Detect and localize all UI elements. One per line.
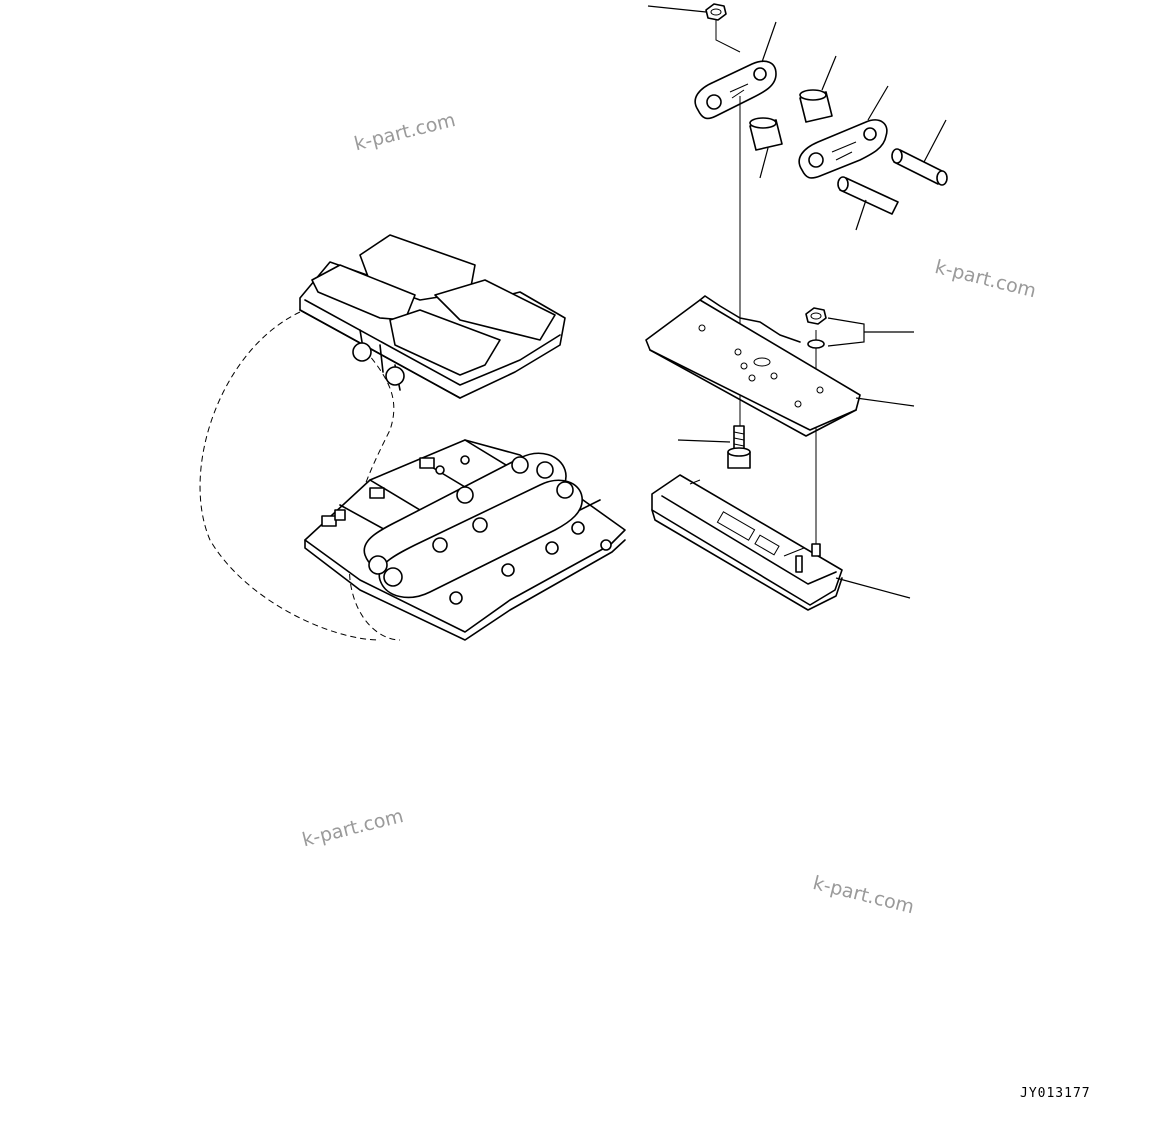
- track-shoe-icon: [645, 295, 915, 437]
- assembled-track-group: [199, 234, 626, 641]
- bushing-icon: [799, 55, 837, 123]
- bushing-icon: [749, 117, 783, 179]
- upper-rubber-pads: [299, 234, 566, 399]
- bolt-icon: [677, 425, 751, 469]
- pin-icon: [837, 176, 899, 231]
- track-link-icon: [694, 21, 777, 120]
- track-link-icon: [798, 85, 889, 179]
- rubber-pad-icon: [651, 474, 911, 611]
- hex-nut-icon: [805, 307, 914, 349]
- drawing-code: JY013177: [1020, 1086, 1091, 1101]
- lower-track-chain: [304, 439, 626, 641]
- hex-nut-icon: [647, 3, 741, 53]
- pin-icon: [891, 119, 948, 186]
